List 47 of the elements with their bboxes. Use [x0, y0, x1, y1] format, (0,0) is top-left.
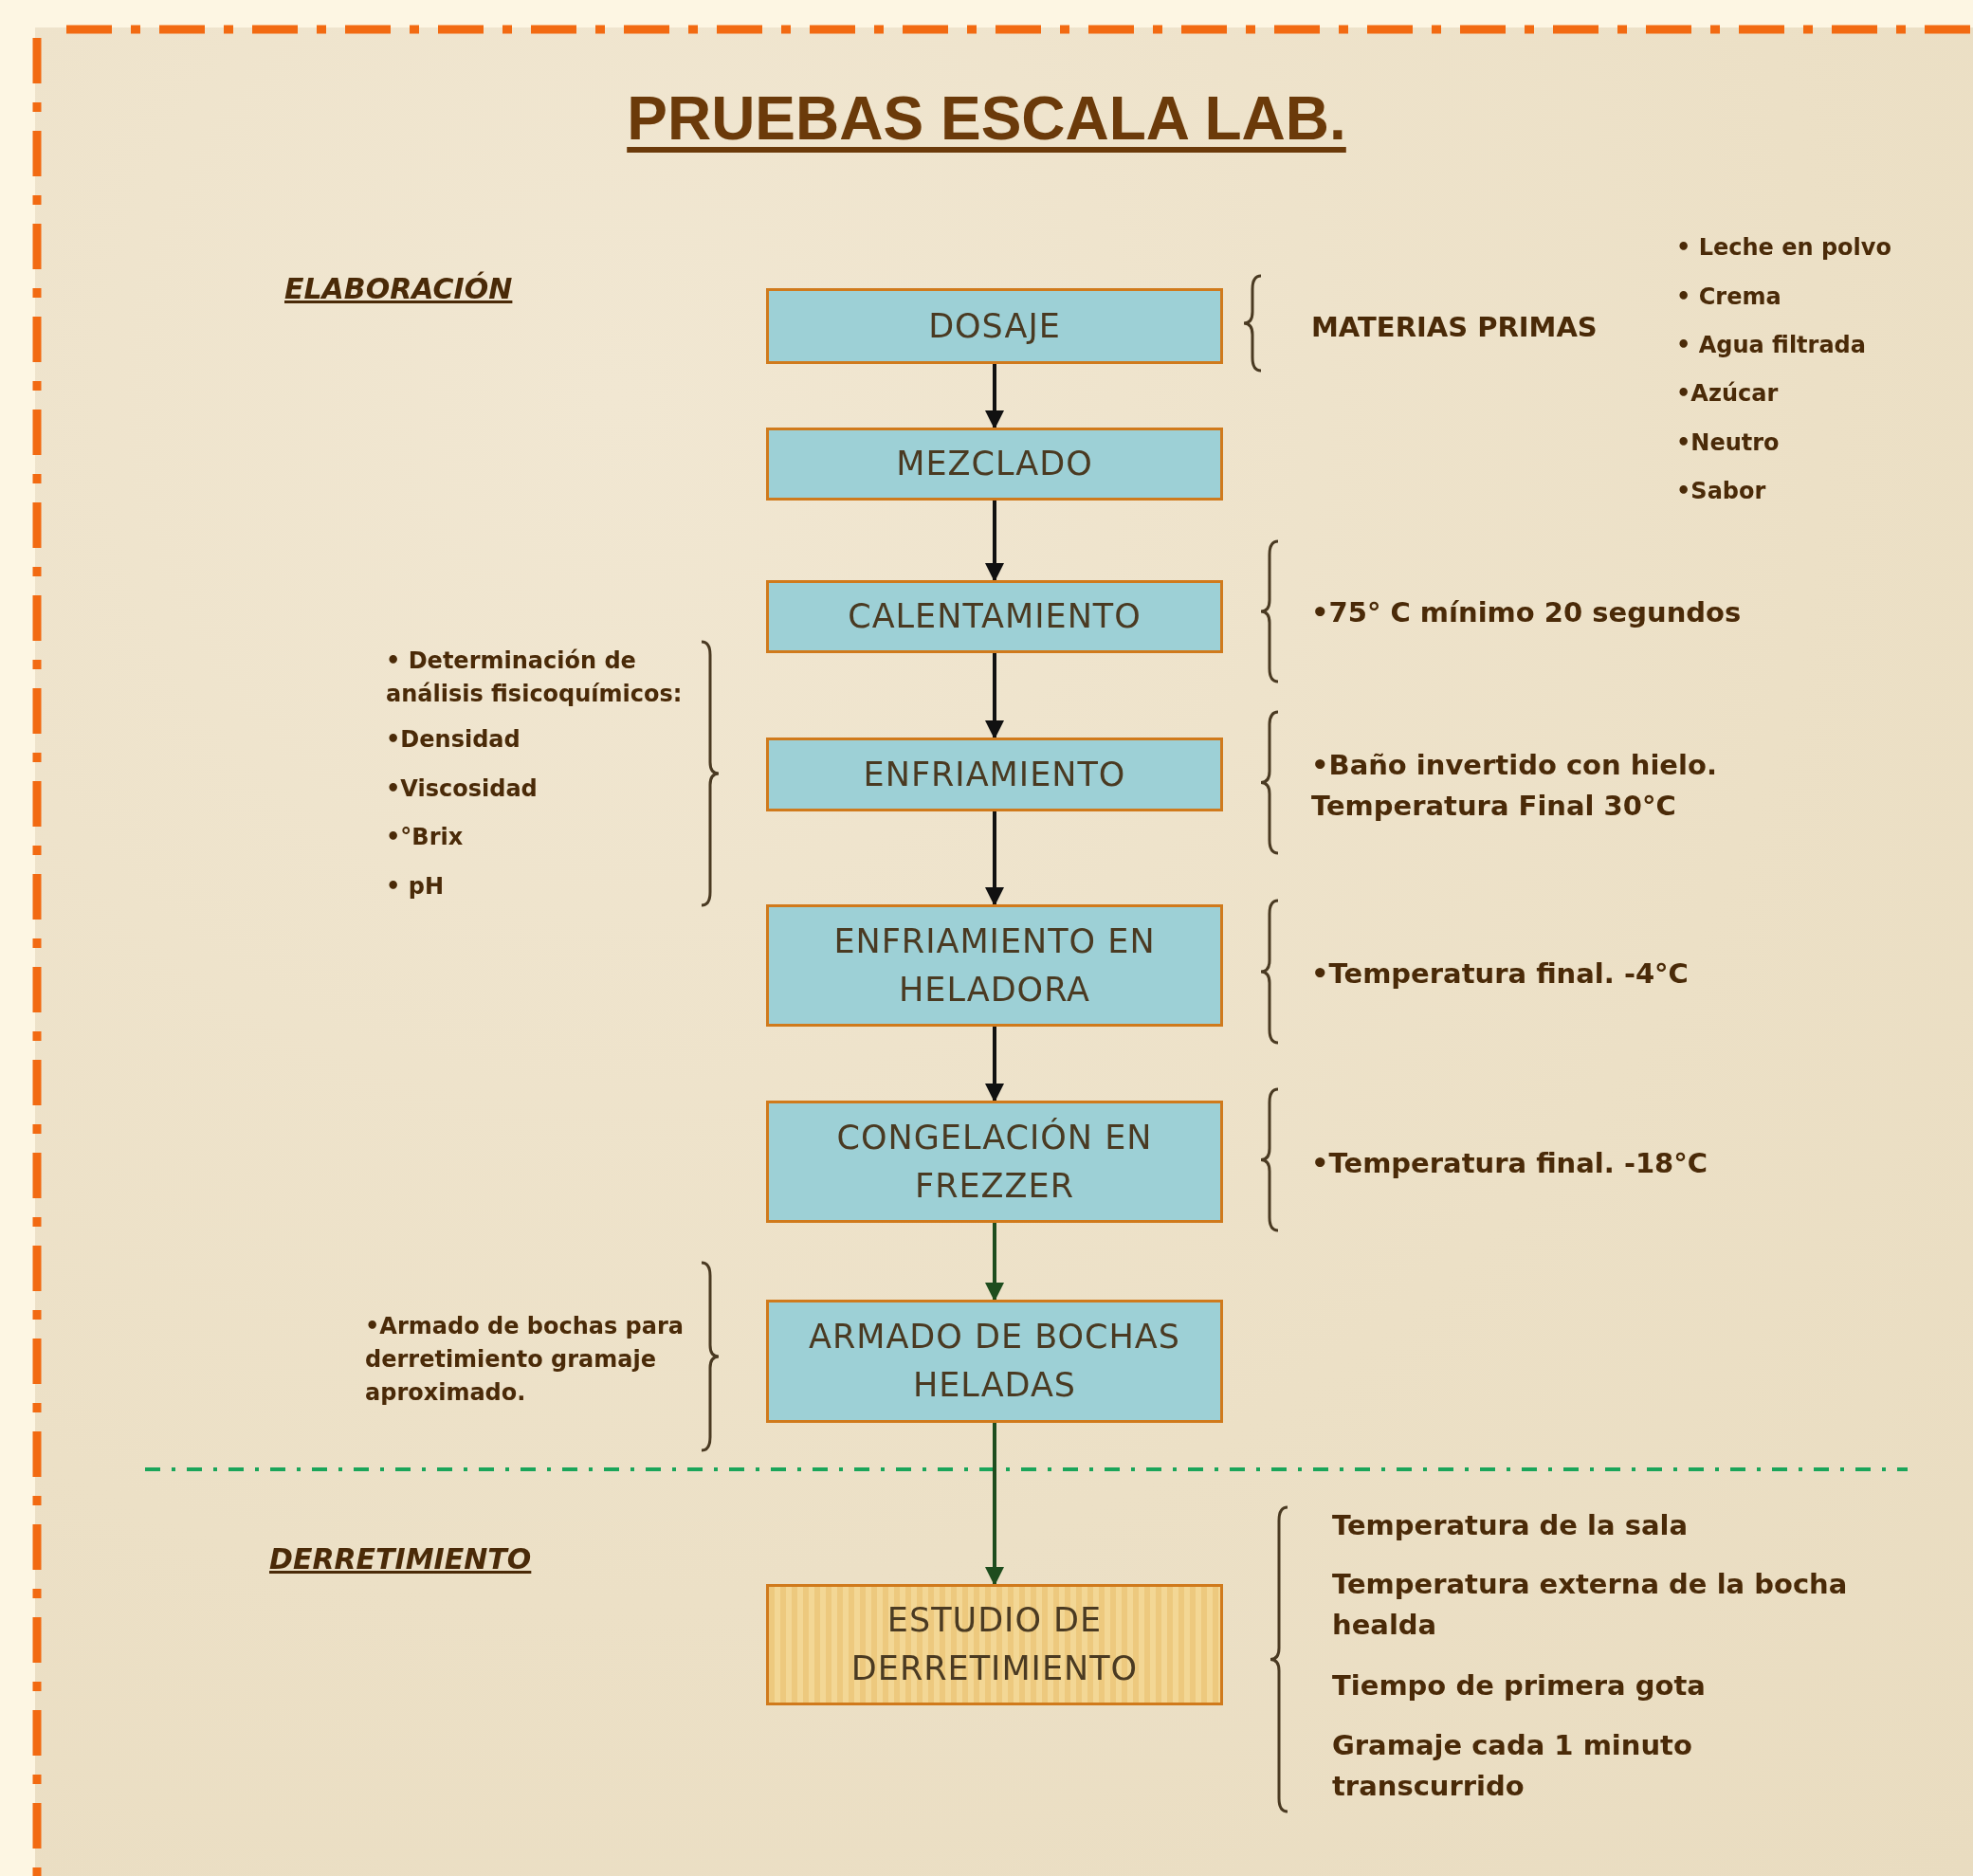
box-label: ARMADO DE BOCHAS HELADAS: [807, 1317, 1182, 1406]
annotation-text: • Leche en polvo: [1676, 233, 1892, 263]
annotation-text: •Azúcar: [1676, 379, 1780, 409]
annotation-text: Tiempo de primera gota: [1332, 1668, 1707, 1703]
annotation-text: •Armado de bochas para derretimiento gramaje aproximado.: [365, 1312, 685, 1408]
process-box: [766, 1300, 1223, 1423]
process-box: [766, 428, 1223, 501]
annotation-text: Temperatura de la sala: [1332, 1508, 1690, 1543]
arrow: [985, 1027, 1004, 1102]
title: PRUEBAS ESCALA LAB.: [626, 83, 1347, 154]
annotation-text: •Viscosidad: [386, 774, 539, 804]
annotation-text: •Temperatura final. -4°C: [1311, 956, 1690, 992]
box-label: ESTUDIO DE DERRETIMIENTO: [849, 1600, 1140, 1689]
process-box: [766, 904, 1223, 1027]
annotation-text: •Densidad: [386, 725, 521, 755]
box-label: CONGELACIÓN EN FREZZER: [835, 1117, 1154, 1207]
process-box: [766, 738, 1223, 811]
annotation-text: • Agua filtrada: [1676, 331, 1867, 360]
box-label: DOSAJE: [928, 305, 1061, 347]
section-heading: ELABORACIÓN: [284, 270, 514, 307]
annotation-text: • Crema: [1676, 282, 1782, 312]
process-box: [766, 288, 1223, 364]
annotation-text: • Determinación de análisis fisicoquímicos:: [386, 647, 684, 709]
process-box: [766, 580, 1223, 653]
box-label: CALENTAMIENTO: [848, 596, 1142, 638]
arrow: [985, 811, 1004, 906]
annotation-text: Gramaje cada 1 minuto transcurrido: [1332, 1728, 1693, 1804]
annotation-text: •°Brix: [386, 823, 465, 852]
arrow: [985, 1423, 1004, 1586]
arrow: [985, 653, 1004, 739]
annotation-text: •Sabor: [1676, 477, 1767, 506]
box-label: ENFRIAMIENTO EN HELADORA: [832, 920, 1157, 1011]
process-box: [766, 1584, 1223, 1705]
annotation-text: •75° C mínimo 20 segundos: [1311, 595, 1743, 630]
annotation-text: •Baño invertido con hielo. Temperatura Final 30°C: [1311, 748, 1718, 824]
process-box: [766, 1101, 1223, 1223]
annotation-text: Temperatura externa de la bocha healda: [1332, 1567, 1849, 1643]
arrow: [985, 364, 1004, 429]
section-heading: DERRETIMIENTO: [269, 1541, 533, 1577]
arrow: [985, 1223, 1004, 1302]
annotation-text: • pH: [386, 872, 445, 902]
annotation-text: •Neutro: [1676, 428, 1781, 458]
arrow: [985, 501, 1004, 582]
box-label: MEZCLADO: [896, 444, 1093, 485]
annotation-text: •Temperatura final. -18°C: [1311, 1146, 1709, 1181]
box-label: ENFRIAMIENTO: [863, 754, 1126, 795]
annotation-text: MATERIAS PRIMAS: [1311, 310, 1598, 345]
